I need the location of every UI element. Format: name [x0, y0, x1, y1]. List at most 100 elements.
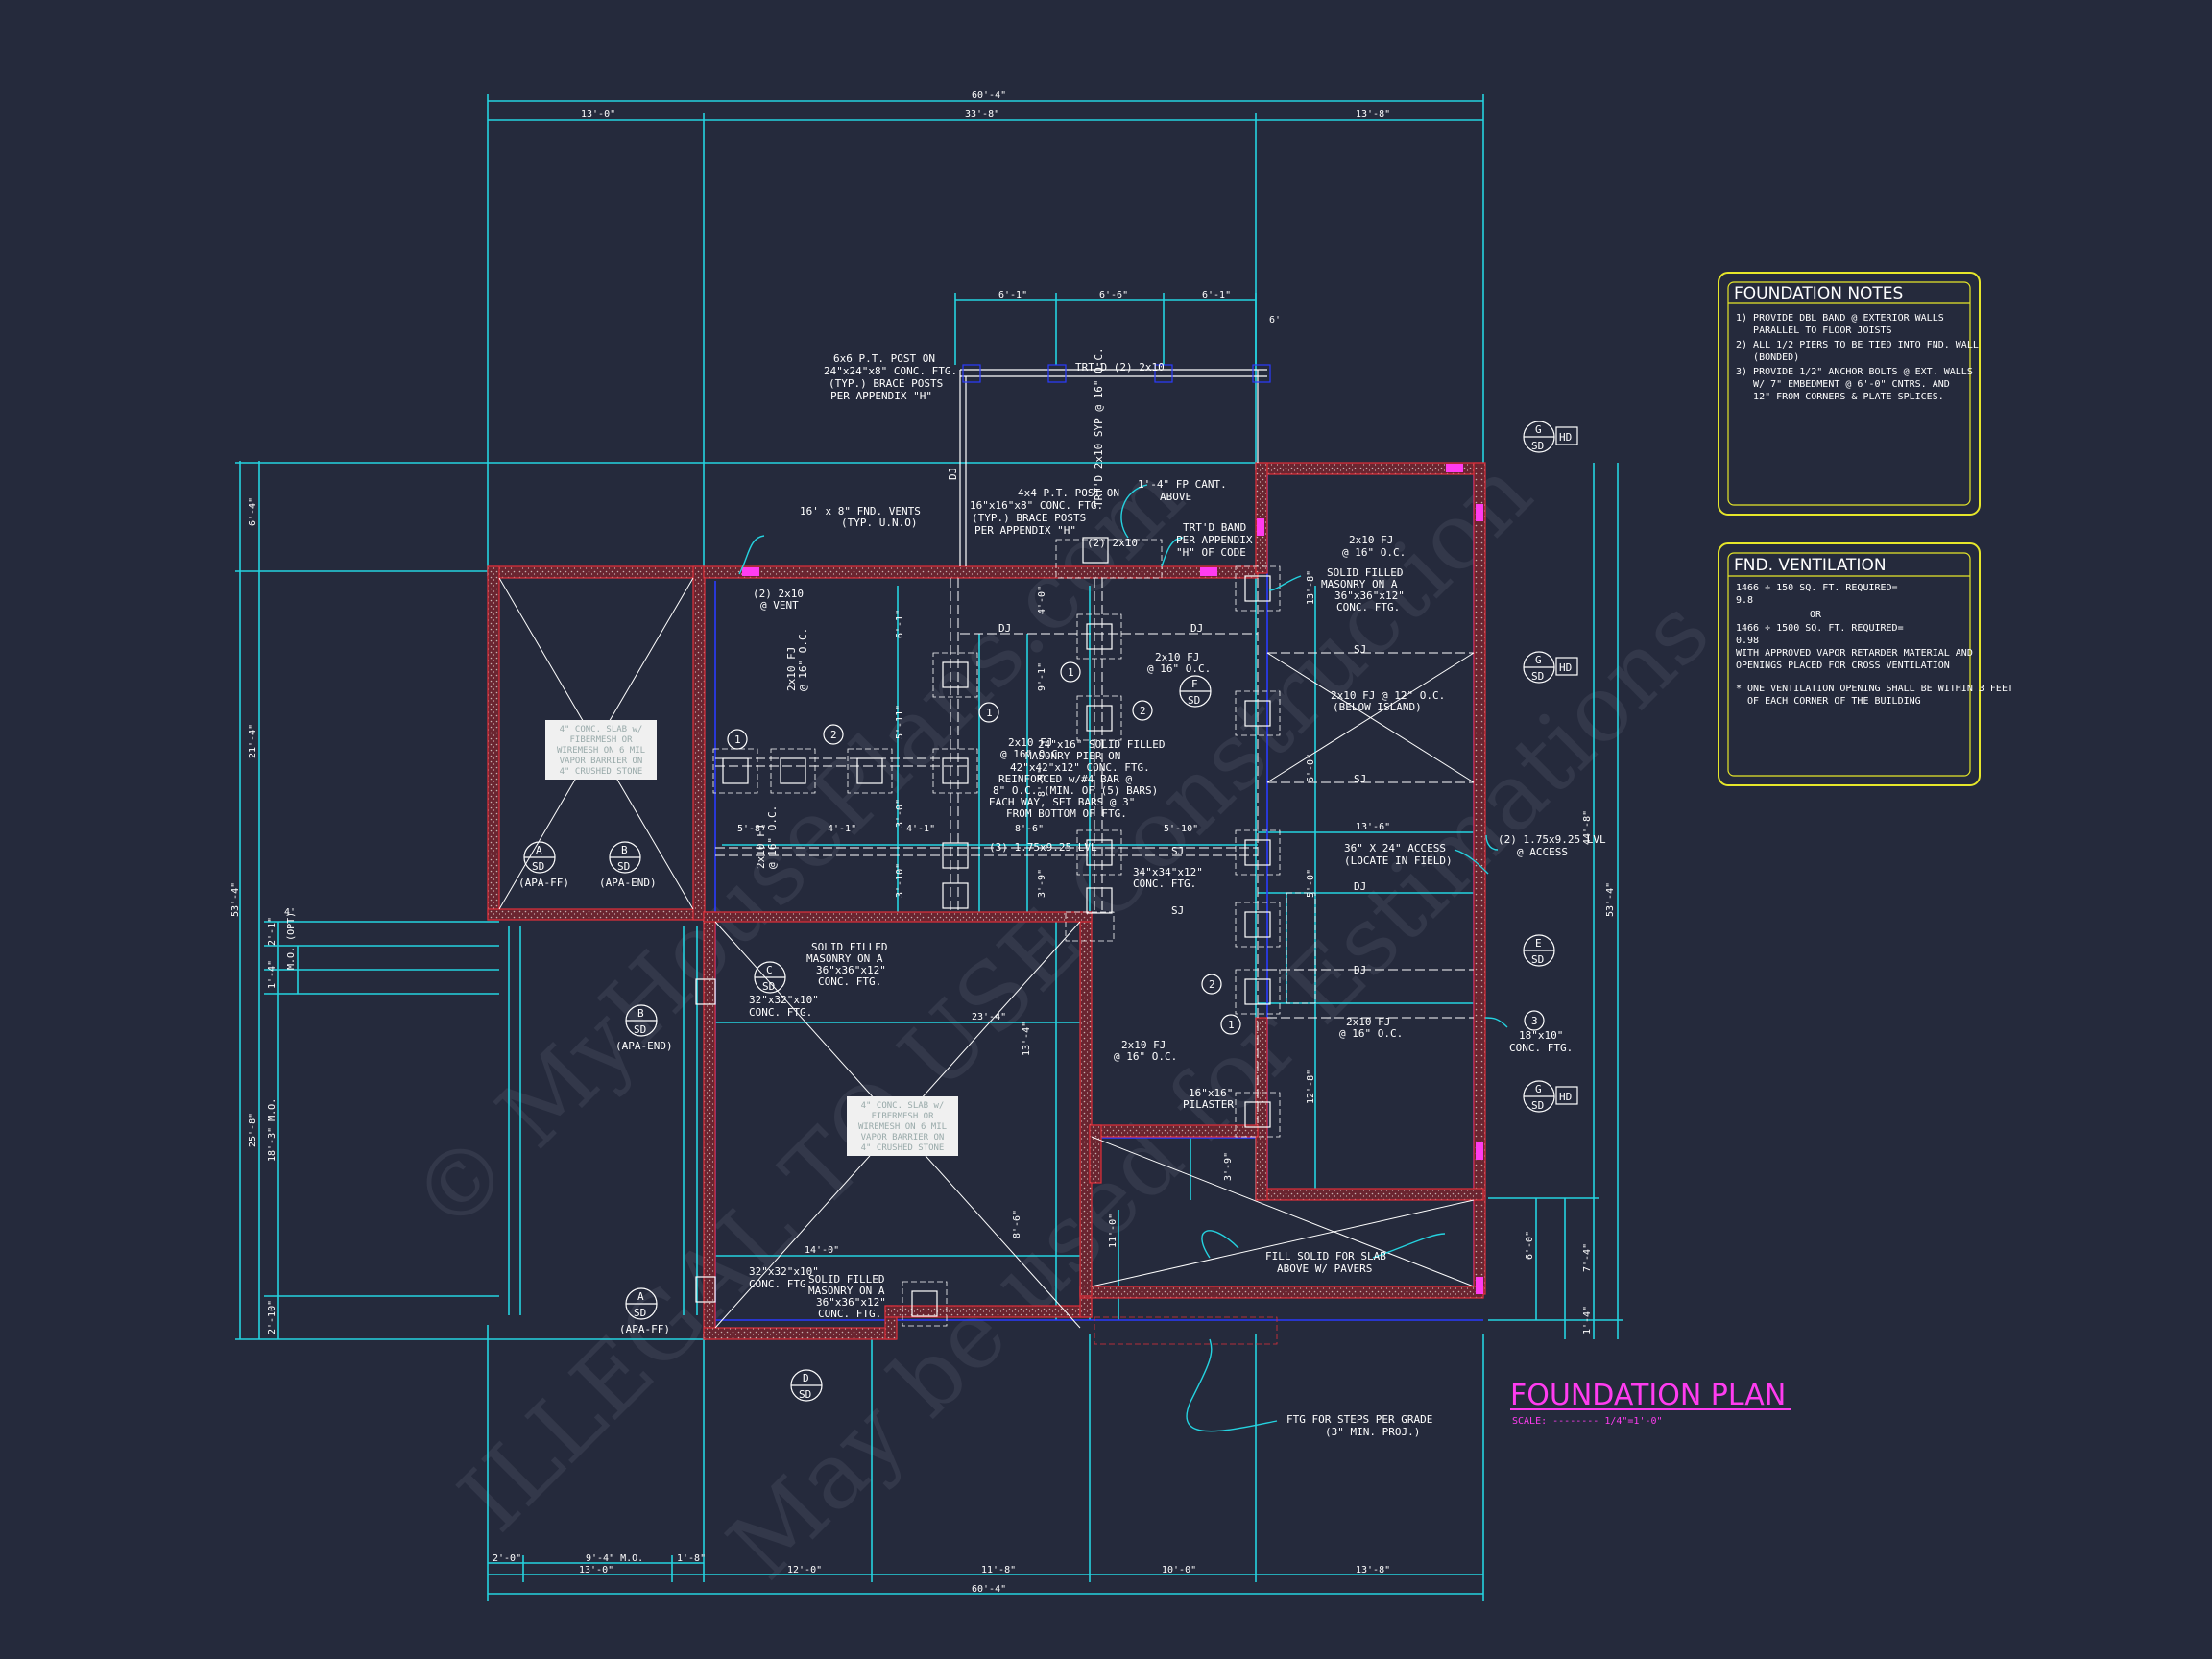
callout-fj-e-1: 2x10 FJ	[1349, 534, 1393, 546]
callout-pilaster-2: PILASTER	[1183, 1098, 1234, 1111]
dim-int-6-1: 6'-1"	[895, 610, 905, 638]
sec-e-letter: E	[1535, 937, 1542, 950]
callout-ftg32b-2: CONC. FTG.	[749, 1278, 812, 1290]
marker-1c: 1	[1068, 666, 1074, 679]
joist-lines	[715, 578, 1474, 1123]
notes-item-3: 2) ALL 1/2 PIERS TO BE TIED INTO FND. WA…	[1736, 340, 1979, 350]
callout-masonry-a-2: MASONRY ON A	[1321, 578, 1398, 590]
dim-left-c: 2'-1"	[267, 917, 277, 946]
sec-g3-sd: SD	[1531, 1099, 1544, 1112]
callout-fp-cant-2: ABOVE	[1160, 491, 1191, 503]
sec-b2-sd: SD	[634, 1023, 646, 1036]
sec-g2-hd: HD	[1559, 661, 1572, 674]
callout-masonry-c-3: 36"x36"x12"	[816, 1296, 886, 1309]
callout-fj-b-2: @ 16" O.C.	[766, 805, 779, 869]
slab-a-2: FIBERMESH OR	[569, 735, 633, 745]
dim-int-3-0: 3'-0"	[895, 799, 905, 828]
label-dj-5: DJ	[947, 468, 959, 480]
marker-1b: 1	[986, 707, 993, 719]
dim-int-12-8: 12'-8"	[1306, 1070, 1316, 1104]
foundation-walls	[487, 462, 1486, 1340]
dim-left-a: 6'-4"	[248, 497, 258, 526]
plan-title: FOUNDATION PLAN	[1510, 1379, 1786, 1412]
sec-a2-sd: SD	[634, 1307, 646, 1319]
callout-pier-0: 24"x16" SOLID FILLED	[1038, 738, 1165, 751]
dim-int-14-0: 14'-0"	[805, 1245, 839, 1256]
vent-item-5: 0.98	[1736, 636, 1759, 646]
label-dj-1: DJ	[998, 622, 1011, 635]
sec-a1-note: (APA-FF)	[518, 877, 569, 889]
dimension-labels: 60'-4" 13'-0" 33'-8" 13'-8" 6'-1" 6'-6" …	[493, 90, 1390, 1595]
dim-bottom-b: 12'-0"	[787, 1565, 822, 1575]
dim-left-i: 4'	[284, 907, 296, 918]
callout-pilaster-1: 16"x16"	[1189, 1087, 1233, 1099]
dim-int-8-6-v: 8'-6"	[1012, 1210, 1022, 1238]
dim-porch-a: 6'-1"	[998, 290, 1027, 301]
sec-g1-hd: HD	[1559, 431, 1572, 444]
sec-g3-letter: G	[1535, 1083, 1542, 1095]
dim-bottom-sub-b: 9'-4" M.O.	[586, 1553, 643, 1564]
slab-b-4: VAPOR BARRIER ON	[861, 1133, 945, 1142]
vent-item-7: OPENINGS PLACED FOR CROSS VENTILATION	[1736, 661, 1950, 671]
callout-pier-4: 8" O.C. (MIN. OF (5) BARS)	[993, 784, 1158, 797]
dim-bottom-d: 10'-0"	[1162, 1565, 1196, 1575]
callout-ftg32a-1: 32"x32"x10"	[749, 994, 819, 1006]
sec-g1-sd: SD	[1531, 440, 1544, 452]
callout-post-6x6-4: PER APPENDIX "H"	[830, 390, 932, 402]
callout-pier-2: 42"x42"x12" CONC. FTG.	[1010, 761, 1150, 774]
label-sj-3: SJ	[1354, 643, 1366, 656]
dim-int-3-9-v: 3'-9"	[1223, 1152, 1234, 1181]
notes-item-1: 1) PROVIDE DBL BAND @ EXTERIOR WALLS	[1736, 313, 1944, 324]
callout-trtd-band-2: PER APPENDIX	[1176, 534, 1253, 546]
callout-fj-d-2: @ 16" O.C.	[1147, 662, 1211, 675]
label-sj-2: SJ	[1171, 904, 1184, 917]
callout-post-4x4-4: PER APPENDIX "H"	[974, 524, 1076, 537]
porch-beam	[959, 364, 1271, 566]
callout-lvl-2-2: @ ACCESS	[1517, 846, 1568, 858]
dim-int-4-0: 4'-0"	[1037, 586, 1047, 614]
callout-steps-2: (3" MIN. PROJ.)	[1325, 1426, 1420, 1438]
sec-b1-note: (APA-END)	[599, 877, 657, 889]
sec-a1-sd: SD	[532, 860, 544, 873]
callout-pier-1: MASONRY PIER ON	[1025, 750, 1120, 762]
callout-fj-d-1: 2x10 FJ	[1155, 651, 1199, 663]
vertical-dimension-labels: 6'-4" 21'-4" 53'-4" 4' 2'-1" 1'-4" M.O. …	[230, 497, 1616, 1334]
dim-bottom-sub-a: 2'-0"	[493, 1553, 521, 1564]
sec-d-letter: D	[803, 1372, 809, 1384]
dim-int-5-8: 5'-8"	[737, 824, 766, 834]
slab-b-5: 4" CRUSHED STONE	[861, 1143, 945, 1153]
callout-fj-c-2: @ 16" O.C.	[1000, 748, 1064, 760]
ventilation-text: FND. VENTILATION 1466 ÷ 150 SQ. FT. REQU…	[1734, 556, 2013, 707]
dim-int-13-8: 13'-8"	[1306, 570, 1316, 605]
callout-fj-island-1: 2x10 FJ @ 12" O.C.	[1331, 689, 1445, 702]
vent-item-2: 9.8	[1736, 595, 1753, 606]
slab-note-box-left	[545, 720, 657, 780]
callout-ftg34-2: CONC. FTG.	[1133, 878, 1196, 890]
sec-b1-sd: SD	[617, 860, 630, 873]
sec-c-sd: SD	[762, 980, 775, 993]
foundation-vents	[742, 464, 1483, 1294]
dim-int-3-9: 3'-9"	[1037, 869, 1047, 898]
notes-item-2: PARALLEL TO FLOOR JOISTS	[1736, 325, 1892, 336]
callout-ftg18-1: 18"x10"	[1519, 1029, 1563, 1042]
callout-fnd-vents-2: (TYP. U.N.O)	[841, 517, 917, 529]
dim-right-d: 1'-4"	[1582, 1306, 1593, 1334]
dim-left-g: 18'-3" M.O.	[267, 1098, 277, 1162]
marker-2b: 2	[1140, 705, 1146, 717]
callout-masonry-c-4: CONC. FTG.	[818, 1308, 881, 1320]
label-sj-4: SJ	[1354, 773, 1366, 785]
dim-bottom-overall: 60'-4"	[972, 1584, 1006, 1595]
dim-left-d: 1'-4"	[267, 960, 277, 989]
dim-int-5-10: 5'-10"	[1164, 824, 1198, 834]
vent-item-3: OR	[1810, 610, 1822, 620]
sec-f-letter: F	[1191, 678, 1198, 690]
callout-fj-b-1: 2x10 FJ	[755, 825, 767, 869]
sec-g3-hd: HD	[1559, 1091, 1572, 1103]
callout-pier-5: EACH WAY, SET BARS @ 3"	[989, 796, 1135, 808]
callout-labels: 6x6 P.T. POST ON 24"x24"x8" CONC. FTG. (…	[749, 348, 1606, 1438]
callout-post-6x6-1: 6x6 P.T. POST ON	[833, 352, 935, 365]
sec-a2-note: (APA-FF)	[619, 1323, 670, 1335]
marker-2c: 2	[1209, 978, 1215, 991]
sec-g1-letter: G	[1535, 423, 1542, 436]
dim-top-overall: 60'-4"	[972, 90, 1006, 101]
